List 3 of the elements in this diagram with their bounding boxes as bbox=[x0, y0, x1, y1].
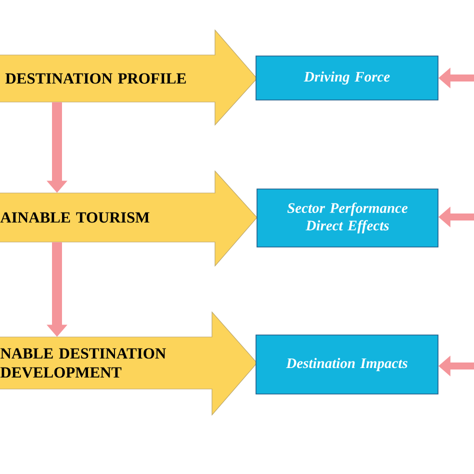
process-box: Sector Performance Direct Effects bbox=[256, 188, 438, 248]
process-box: Destination Impacts bbox=[256, 334, 438, 394]
process-box: Driving Force bbox=[256, 56, 438, 100]
